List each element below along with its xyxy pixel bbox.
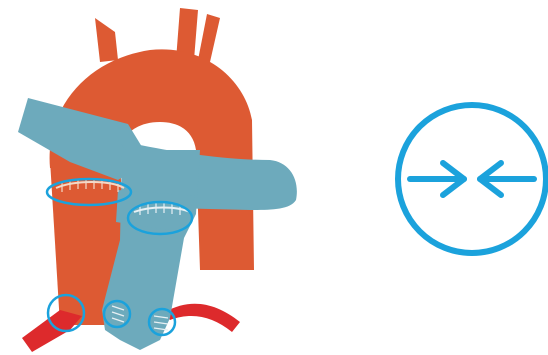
- aortic-branch-1: [95, 18, 118, 62]
- right-coronary-branch: [165, 304, 240, 332]
- aortic-branch-3: [198, 14, 220, 62]
- converging-arrows-circle-icon: [398, 105, 546, 253]
- left-coronary-branch: [22, 310, 82, 352]
